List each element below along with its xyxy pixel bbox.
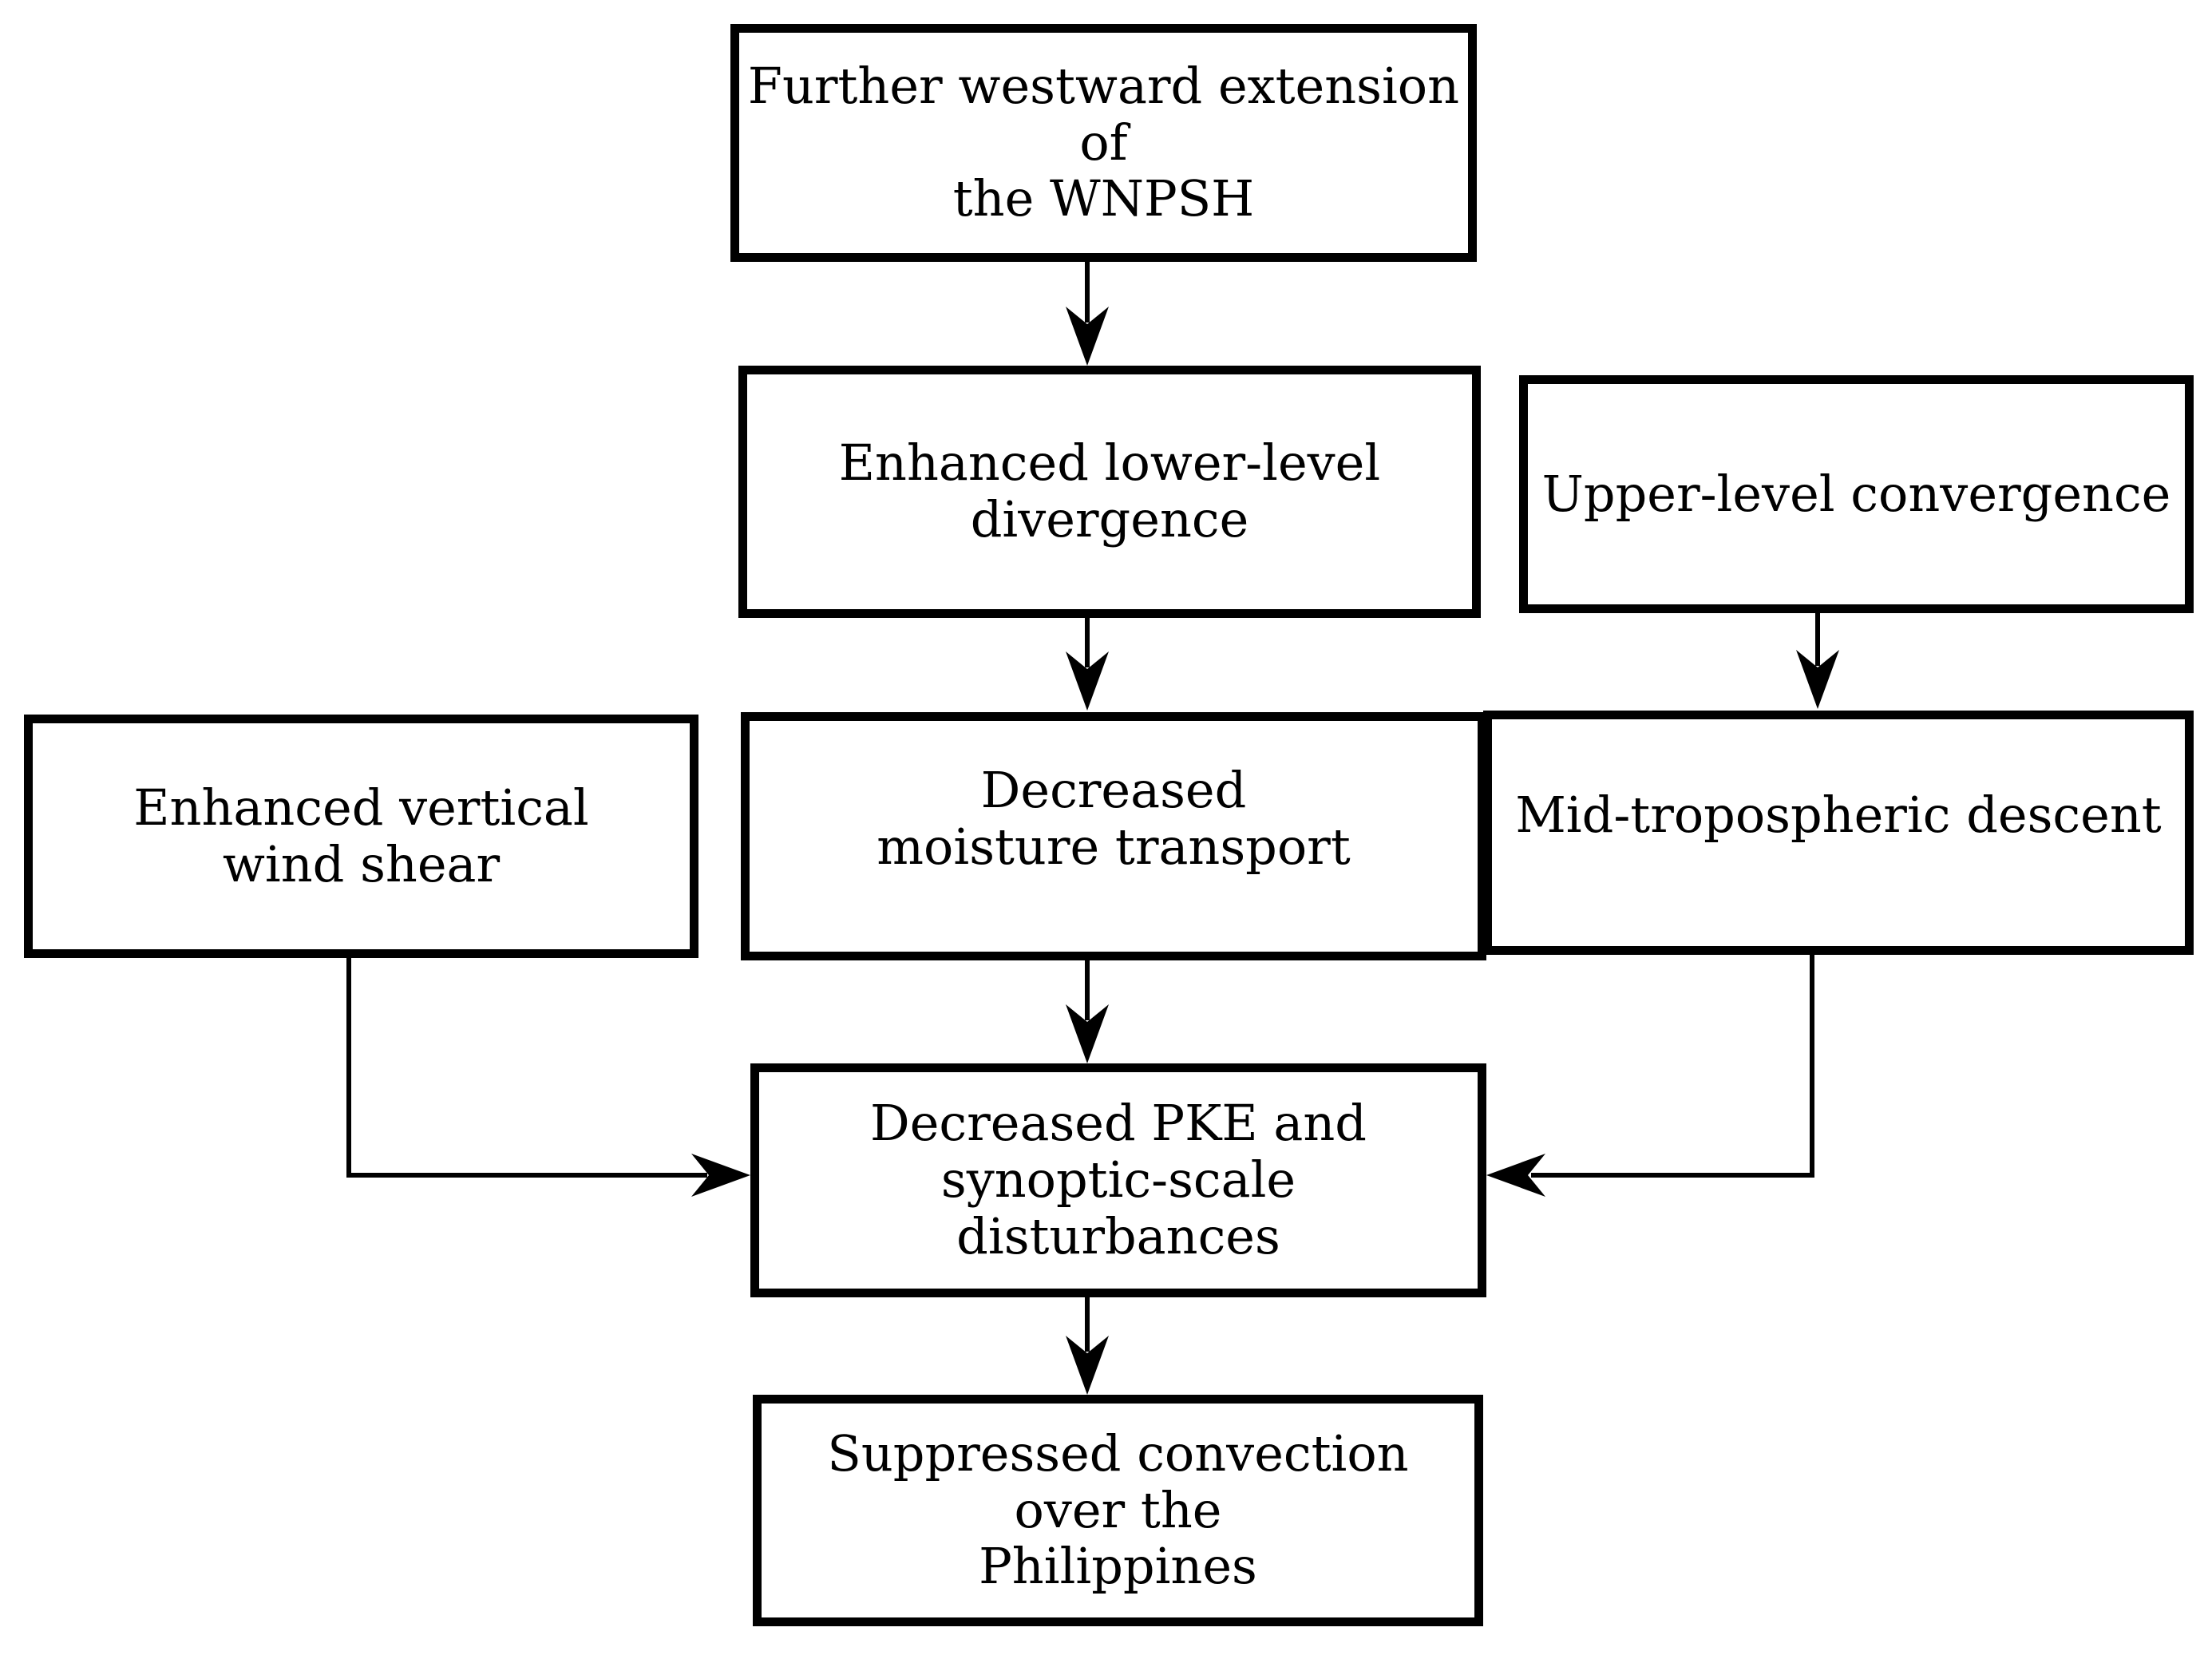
node-lower-level-divergence-label: Enhanced lower-level divergence: [838, 434, 1381, 548]
node-suppressed-convection: Suppressed convection over the Philippin…: [753, 1395, 1483, 1626]
arrowhead-down-icon: [1066, 1336, 1109, 1395]
node-vertical-wind-shear-label: Enhanced vertical wind shear: [133, 778, 589, 893]
node-vertical-wind-shear: Enhanced vertical wind shear: [24, 715, 698, 958]
edge-descent-to-pke: [1531, 955, 1814, 1178]
node-moisture-transport: Decreased moisture transport: [741, 712, 1486, 960]
edge-shear-to-pke: [346, 958, 707, 1178]
node-wnpsh-extension: Further westward extension of the WNPSH: [730, 24, 1477, 262]
arrowhead-down-icon: [1066, 1004, 1109, 1063]
node-moisture-transport-label: Decreased moisture transport: [876, 760, 1351, 876]
node-upper-level-convergence: Upper-level convergence: [1519, 375, 2194, 613]
arrowhead-right-icon: [691, 1154, 750, 1197]
node-mid-tropospheric-descent-label: Mid-tropospheric descent: [1515, 785, 2162, 844]
node-wnpsh-extension-label: Further westward extension of the WNPSH: [747, 56, 1460, 228]
arrowhead-down-icon: [1066, 651, 1109, 711]
node-mid-tropospheric-descent: Mid-tropospheric descent: [1483, 711, 2194, 955]
arrowhead-down-icon: [1066, 307, 1109, 366]
node-suppressed-convection-label: Suppressed convection over the Philippin…: [827, 1423, 1409, 1596]
node-pke-disturbances-label: Decreased PKE and synoptic-scale disturb…: [870, 1094, 1367, 1265]
arrowhead-down-icon: [1796, 650, 1839, 709]
node-upper-level-convergence-label: Upper-level convergence: [1541, 464, 2171, 523]
node-pke-disturbances: Decreased PKE and synoptic-scale disturb…: [750, 1063, 1486, 1297]
arrowhead-left-icon: [1486, 1154, 1545, 1197]
node-lower-level-divergence: Enhanced lower-level divergence: [738, 366, 1481, 618]
